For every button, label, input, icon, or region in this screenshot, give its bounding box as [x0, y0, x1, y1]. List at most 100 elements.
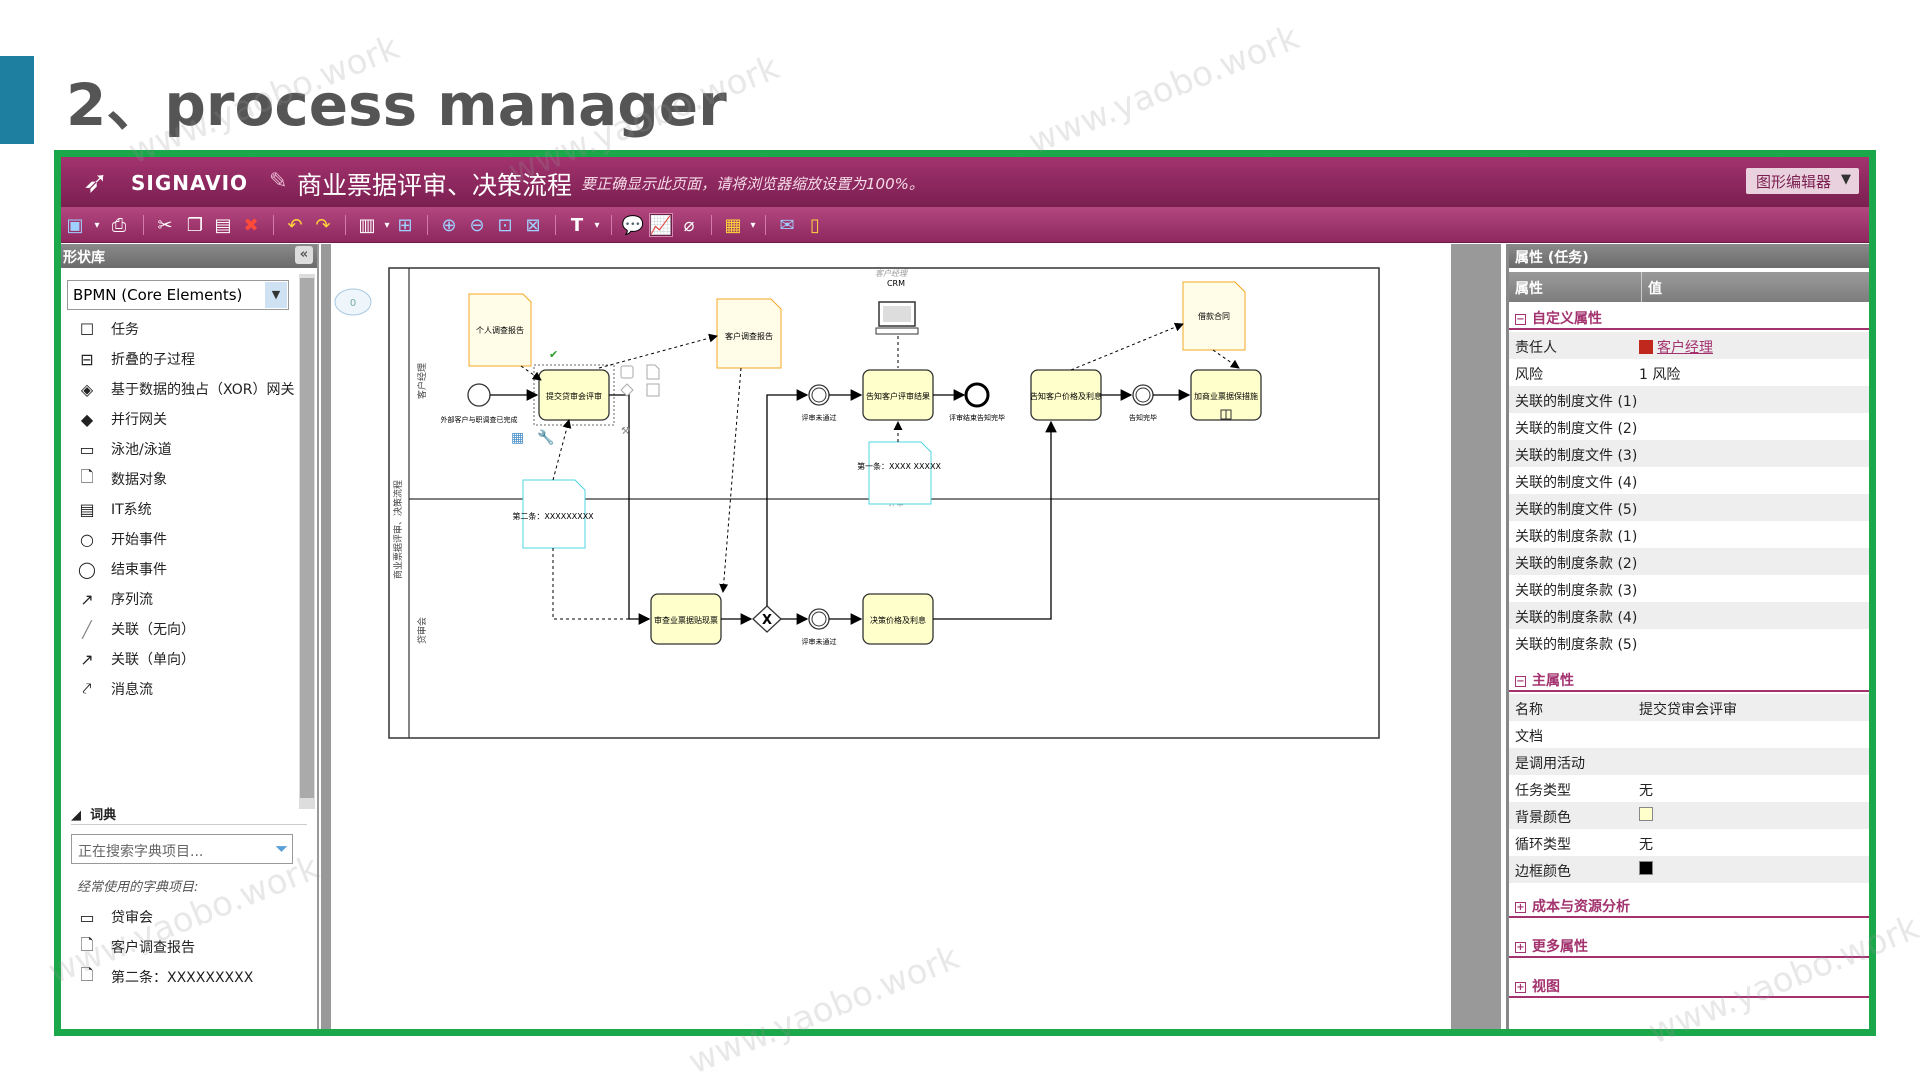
- shape-item-association[interactable]: ╱关联（无向）: [77, 616, 307, 642]
- section-main-properties[interactable]: −主属性: [1509, 664, 1869, 692]
- event-inform-done[interactable]: 告知完毕: [1129, 384, 1157, 422]
- section-custom-properties[interactable]: −自定义属性: [1509, 302, 1869, 330]
- task-inform-price[interactable]: 告知客户价格及利息: [1030, 369, 1102, 421]
- task-submit-review[interactable]: 提交贷审会评审: [533, 364, 615, 426]
- it-system-crm[interactable]: CRM: [875, 279, 919, 335]
- section-more-properties[interactable]: +更多属性: [1509, 930, 1869, 958]
- layout-icon[interactable]: ⊞: [397, 214, 413, 236]
- shape-item-parallel-gateway[interactable]: ◆并行网关: [77, 406, 307, 432]
- editor-mode-label: 图形编辑器: [1755, 173, 1831, 191]
- bpmn-diagram: 0 商业票据评审、决策流程 客户经理 贷审会 客户经理 评审 个人调查报告: [334, 267, 1380, 739]
- prop-row[interactable]: 关联的制度条款 (3): [1515, 583, 1638, 599]
- delete-icon[interactable]: ✖: [243, 214, 259, 236]
- chart-icon[interactable]: 📈: [649, 213, 673, 237]
- shape-item-task[interactable]: ☐任务: [77, 316, 307, 342]
- shape-item-directed-association[interactable]: ↗关联（单向）: [77, 646, 307, 672]
- doc-customer-report[interactable]: 客户调查报告: [716, 298, 782, 369]
- dictionary-item[interactable]: ▭贷审会: [77, 904, 307, 930]
- shape-item-it-system[interactable]: ▤IT系统: [77, 496, 307, 522]
- zoom-fit-icon[interactable]: ⊡: [497, 214, 513, 236]
- prop-row[interactable]: 关联的制度条款 (1): [1515, 529, 1638, 545]
- zoom-page-icon[interactable]: ⊠: [525, 214, 541, 236]
- diagram-canvas[interactable]: 0 商业票据评审、决策流程 客户经理 贷审会 客户经理 评审 个人调查报告: [331, 244, 1451, 1029]
- prop-row-border-color[interactable]: 边框颜色: [1509, 856, 1869, 883]
- prop-row-name[interactable]: 名称提交贷审会评审: [1509, 694, 1869, 721]
- edit-title-icon[interactable]: ✎: [269, 169, 288, 194]
- start-event[interactable]: 外部客户与职调查已完成: [441, 383, 518, 424]
- prop-row[interactable]: 关联的制度文件 (4): [1515, 475, 1638, 491]
- dictionary-search-input[interactable]: 正在搜索字典项目... ⏷: [71, 834, 293, 864]
- end-event-result[interactable]: 评审结束告知完毕: [949, 382, 1005, 422]
- doc-loan-contract[interactable]: 借款合同: [1182, 281, 1246, 351]
- shape-item-pool[interactable]: ▭泳池/泳道: [77, 436, 307, 462]
- zoom-out-icon[interactable]: ⊖: [469, 214, 485, 236]
- prop-row-call-activity[interactable]: 是调用活动: [1509, 748, 1869, 775]
- editor-mode-dropdown[interactable]: 图形编辑器 ▼: [1745, 168, 1859, 194]
- prop-row[interactable]: 关联的制度文件 (2): [1515, 421, 1638, 437]
- section-cost-analysis[interactable]: +成本与资源分析: [1509, 890, 1869, 918]
- end-event-icon: ◯: [78, 559, 96, 579]
- dictionary-header[interactable]: ◢ 词典: [71, 808, 117, 823]
- collapse-panel-icon[interactable]: «: [295, 246, 313, 264]
- shape-list-scrollbar[interactable]: [299, 274, 315, 809]
- save-dropdown-icon[interactable]: ▾: [94, 219, 100, 231]
- align-icon[interactable]: ▥: [358, 214, 376, 236]
- add-document-icon: ▦: [511, 430, 524, 446]
- prop-row[interactable]: 关联的制度文件 (5): [1509, 494, 1869, 521]
- doc-article-one[interactable]: 第一条：XXXX XXXXX: [857, 441, 941, 505]
- save-icon[interactable]: ▣: [66, 214, 84, 236]
- prop-row-task-type[interactable]: 任务类型无: [1515, 783, 1653, 799]
- clipboard-dropdown-icon[interactable]: ▾: [750, 219, 756, 231]
- stencil-select[interactable]: BPMN (Core Elements) ▼: [67, 280, 289, 310]
- zoom-in-icon[interactable]: ⊕: [441, 214, 457, 236]
- task-add-guarantee[interactable]: 加商业票据保措施: [1190, 369, 1262, 421]
- prop-row-owner[interactable]: 责任人客户经理: [1509, 332, 1869, 359]
- shape-item-end-event[interactable]: ◯结束事件: [77, 556, 307, 582]
- book-icon[interactable]: ▯: [810, 214, 820, 236]
- comment-bubble[interactable]: 0: [334, 288, 372, 316]
- copy-icon[interactable]: ❐: [186, 214, 204, 236]
- task-decide-price[interactable]: 决策价格及利息: [862, 593, 934, 645]
- cut-icon[interactable]: ✂: [157, 214, 173, 236]
- shape-menu[interactable]: [620, 364, 660, 397]
- prop-row-loop-type[interactable]: 循环类型无: [1515, 837, 1653, 853]
- task-review-bill[interactable]: 审查业票据贴现票: [650, 593, 722, 645]
- shape-item-xor-gateway[interactable]: ◈基于数据的独占（XOR）网关: [77, 376, 307, 402]
- print-icon[interactable]: ⎙: [111, 214, 127, 236]
- prop-row-bg-color[interactable]: 背景颜色: [1509, 802, 1869, 829]
- xor-gateway[interactable]: X: [752, 605, 782, 633]
- svg-text:评审结束告知完毕: 评审结束告知完毕: [949, 413, 1005, 422]
- clipboard-icon[interactable]: ▦: [724, 214, 742, 236]
- filter-icon[interactable]: ⏷: [275, 839, 288, 858]
- chevron-down-icon[interactable]: ▼: [265, 282, 287, 308]
- comment-icon[interactable]: 💬: [621, 214, 645, 236]
- properties-columns: 属性 值: [1509, 272, 1869, 302]
- shape-item-subprocess[interactable]: ⊟折叠的子过程: [77, 346, 307, 372]
- redo-icon[interactable]: ↷: [315, 214, 331, 236]
- doc-article-two[interactable]: 第二条：XXXXXXXXX: [512, 479, 594, 549]
- dictionary-item[interactable]: 🗋客户调查报告: [77, 934, 307, 960]
- attach-icon[interactable]: ⌀: [683, 214, 695, 236]
- prop-row[interactable]: 关联的制度条款 (2): [1509, 548, 1869, 575]
- doc-personal-report[interactable]: 个人调查报告: [468, 293, 532, 367]
- process-title[interactable]: 商业票据评审、决策流程: [297, 171, 573, 200]
- shape-item-message-flow[interactable]: ⤤消息流: [77, 676, 307, 702]
- dictionary-item[interactable]: 🗋第二条：XXXXXXXXX: [77, 964, 307, 990]
- text-dropdown-icon[interactable]: ▾: [594, 219, 600, 231]
- shape-item-sequence-flow[interactable]: ↗序列流: [77, 586, 307, 612]
- prop-row[interactable]: 关联的制度文件 (3): [1509, 440, 1869, 467]
- align-dropdown-icon[interactable]: ▾: [384, 219, 390, 231]
- mail-icon[interactable]: ✉: [779, 214, 795, 236]
- section-view[interactable]: +视图: [1509, 970, 1869, 998]
- prop-row-documentation[interactable]: 文档: [1515, 729, 1543, 745]
- task-inform-result[interactable]: 告知客户评审结果: [862, 369, 934, 421]
- prop-row[interactable]: 关联的制度条款 (5): [1515, 637, 1638, 653]
- prop-row[interactable]: 关联的制度条款 (4): [1509, 602, 1869, 629]
- shape-item-data-object[interactable]: 🗋数据对象: [77, 466, 307, 492]
- undo-icon[interactable]: ↶: [287, 214, 303, 236]
- prop-row[interactable]: 关联的制度文件 (1): [1509, 386, 1869, 413]
- text-format-icon[interactable]: T: [570, 214, 584, 236]
- paste-icon[interactable]: ▤: [214, 214, 232, 236]
- shape-item-start-event[interactable]: ○开始事件: [77, 526, 307, 552]
